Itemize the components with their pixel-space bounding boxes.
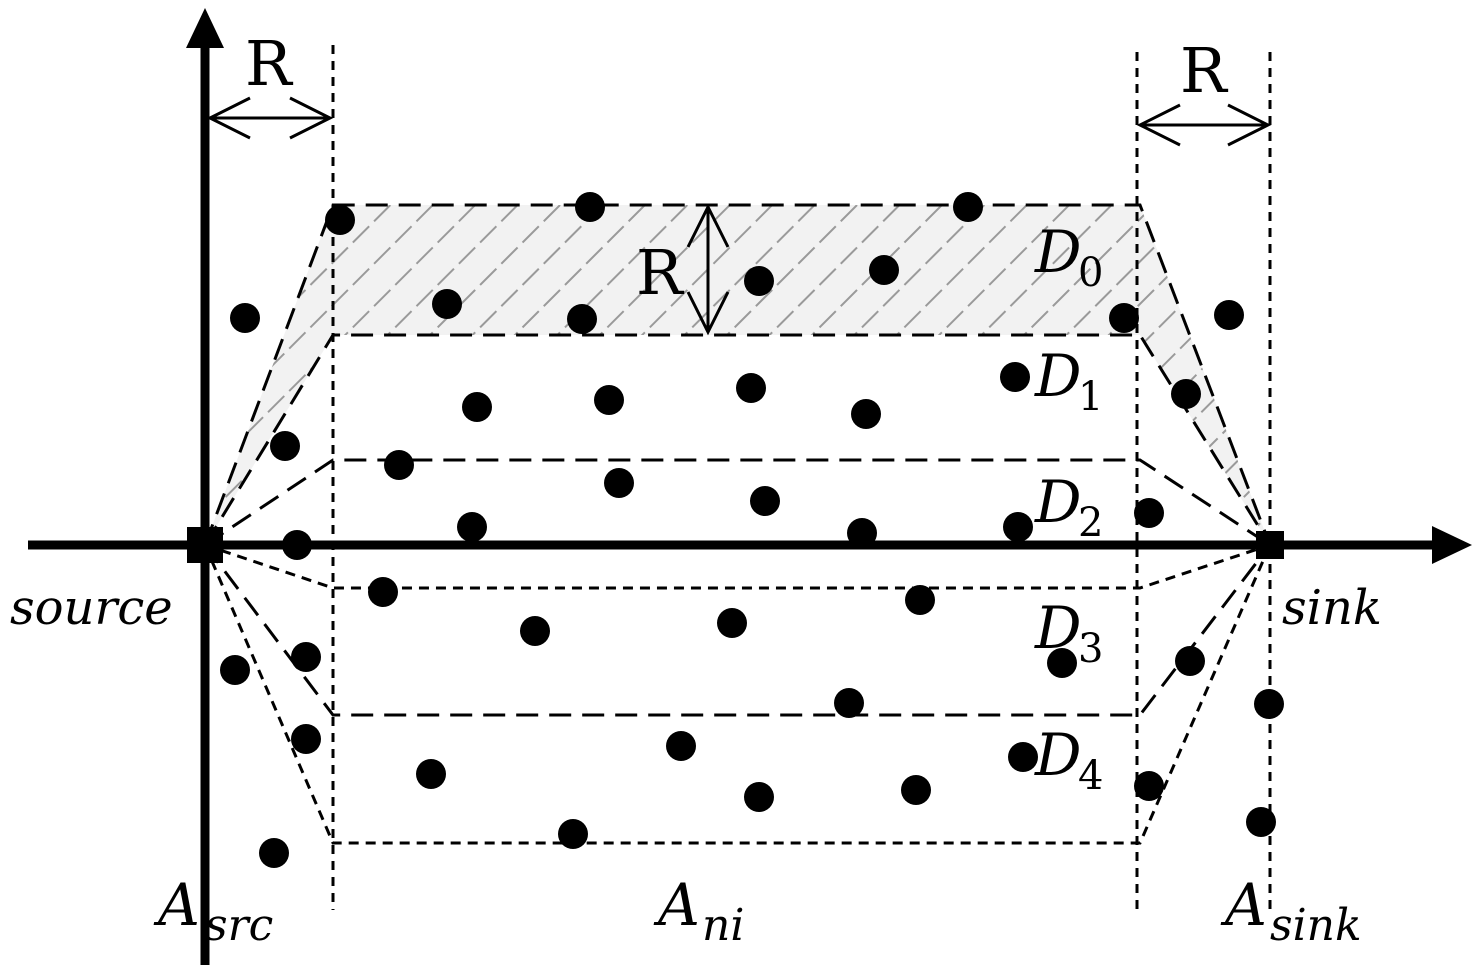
sink-node	[1256, 531, 1284, 559]
sensor-node	[1246, 807, 1276, 837]
svg-text:3: 3	[1078, 626, 1103, 672]
sensor-node	[1134, 771, 1164, 801]
sensor-node	[457, 512, 487, 542]
band-label-d2: D 2	[1034, 468, 1103, 546]
sensor-node	[384, 450, 414, 480]
svg-text:0: 0	[1078, 250, 1103, 296]
sensor-node	[282, 530, 312, 560]
sensor-node	[230, 303, 260, 333]
sensor-node	[594, 385, 624, 415]
sensor-node	[834, 688, 864, 718]
sensor-node	[666, 731, 696, 761]
x-axis-arrowhead	[1432, 526, 1472, 564]
band-line-0	[203, 203, 1272, 546]
band-outlines	[203, 203, 1272, 717]
sensor-node	[575, 192, 605, 222]
sensor-node	[462, 392, 492, 422]
sensor-node	[750, 486, 780, 516]
source-label: source	[10, 580, 173, 636]
band-line-2	[204, 458, 1271, 547]
sensor-node	[744, 782, 774, 812]
sensor-node	[291, 642, 321, 672]
sensor-node	[368, 577, 398, 607]
sensor-node	[717, 608, 747, 638]
band-line-4	[203, 544, 1272, 717]
svg-text:ni: ni	[702, 900, 744, 951]
sensor-node	[270, 431, 300, 461]
svg-text:sink: sink	[1270, 900, 1362, 951]
band-label-d0: D 0	[1034, 218, 1103, 296]
sensor-node	[1171, 379, 1201, 409]
sensor-node	[744, 266, 774, 296]
band-label-d3: D 3	[1034, 594, 1103, 672]
sensor-node	[291, 724, 321, 754]
sensor-node	[1000, 362, 1030, 392]
sensor-node	[1254, 689, 1284, 719]
svg-text:D: D	[1034, 468, 1082, 536]
sink-label: sink	[1282, 580, 1382, 636]
svg-text:D: D	[1034, 342, 1082, 410]
r-mid-label: R	[636, 236, 685, 309]
sensor-node	[847, 518, 877, 548]
r-dimension-arrows	[206, 96, 1272, 336]
svg-text:A: A	[153, 871, 200, 939]
sensor-node	[604, 468, 634, 498]
sensor-node	[1134, 498, 1164, 528]
svg-text:A: A	[1220, 871, 1267, 939]
r-right-label: R	[1180, 34, 1229, 107]
sensor-node	[1008, 742, 1038, 772]
sensor-node	[953, 192, 983, 222]
y-axis-arrowhead	[186, 8, 224, 48]
svg-text:1: 1	[1078, 374, 1103, 420]
sensor-node	[1214, 300, 1244, 330]
d0-hatched-region	[205, 205, 1270, 545]
boundary-lines	[331, 45, 1272, 915]
sensor-node	[1175, 646, 1205, 676]
svg-text:4: 4	[1078, 753, 1103, 799]
sensor-node	[259, 838, 289, 868]
sensor-node	[220, 655, 250, 685]
band-line-3	[204, 543, 1271, 590]
sensor-nodes	[220, 192, 1284, 868]
sensor-node	[325, 205, 355, 235]
band-label-d1: D 1	[1034, 342, 1103, 420]
area-label-ni: A ni	[653, 871, 744, 951]
sensor-node	[432, 289, 462, 319]
sensor-node	[1109, 303, 1139, 333]
sensor-node	[869, 255, 899, 285]
source-node	[187, 527, 223, 563]
sensor-node	[736, 373, 766, 403]
sensor-node	[416, 759, 446, 789]
sensor-node	[905, 585, 935, 615]
svg-text:D: D	[1034, 721, 1082, 789]
svg-text:2: 2	[1078, 500, 1103, 546]
sensor-node	[851, 399, 881, 429]
sensor-node	[520, 616, 550, 646]
band-outlines-short	[203, 543, 1272, 845]
band-line-1	[203, 333, 1272, 546]
r-left-label: R	[245, 27, 294, 100]
axes	[28, 8, 1472, 965]
sensor-node	[901, 775, 931, 805]
sensor-node	[1003, 512, 1033, 542]
sensor-node	[567, 304, 597, 334]
sensor-node	[1047, 648, 1077, 678]
area-label-sink: A sink	[1220, 871, 1362, 951]
svg-text:A: A	[653, 871, 700, 939]
area-label-src: A src	[153, 871, 273, 951]
svg-text:D: D	[1034, 594, 1082, 662]
sensor-node	[558, 819, 588, 849]
svg-text:D: D	[1034, 218, 1082, 286]
svg-text:src: src	[205, 900, 273, 951]
band-label-d4: D 4	[1034, 721, 1103, 799]
band-line-5	[203, 544, 1272, 845]
